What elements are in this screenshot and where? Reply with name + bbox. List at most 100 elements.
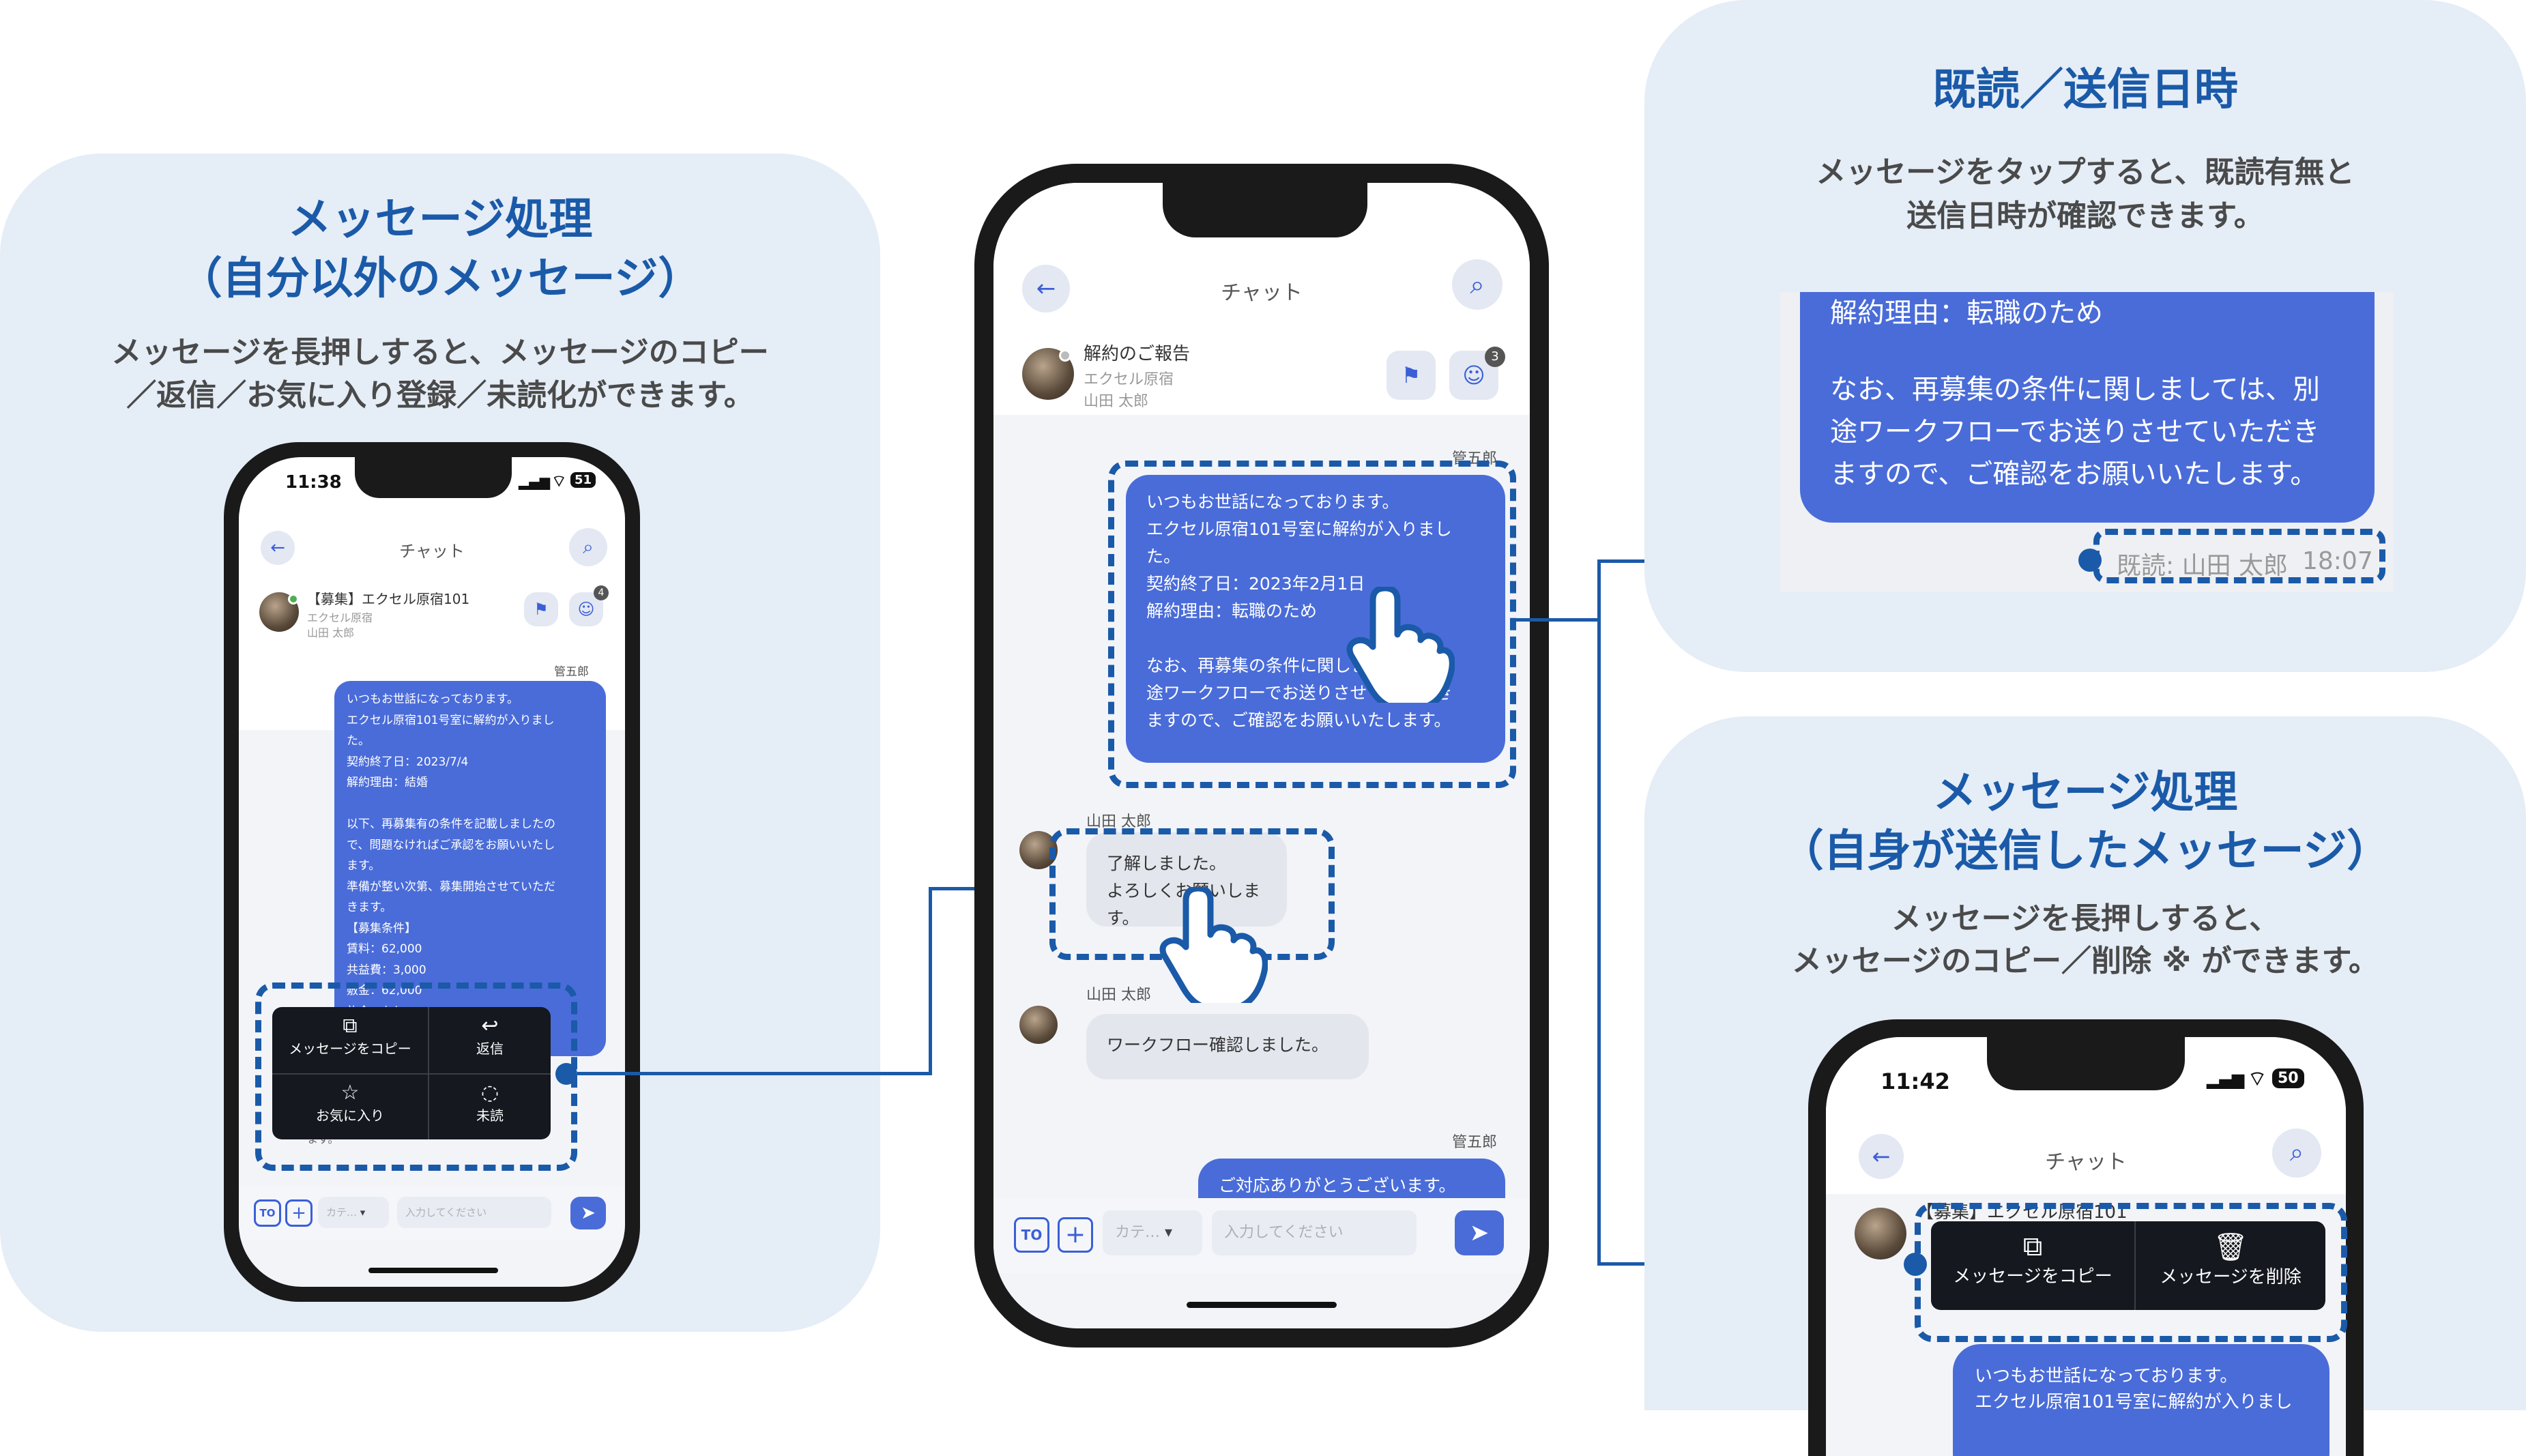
message-line: 解約理由：結婚 [347, 776, 428, 789]
menu-copy-label: メッセージをコピー [1953, 1266, 2113, 1287]
tap-hand-icon [1346, 585, 1455, 712]
right-top-title: 既読／送信日時 [1932, 65, 2238, 115]
wifi-icon: ⌔ [551, 471, 567, 491]
read-time: 18:07 [2302, 547, 2373, 575]
left-phone: 11:38 ▂▄▆ ⌔ 51 ← チャット ⌕ 【募集】エクセル原宿101 エク… [224, 442, 640, 1302]
room-name: 解約のご報告 [1084, 344, 1191, 364]
menu-unread[interactable]: ◌ 未読 [429, 1081, 551, 1124]
signal-icon: ▂▄▆ [519, 474, 551, 490]
message-bubble-1[interactable]: いつもお世話になっております。エクセル原宿101号室に解約が入りました。契約終了… [1126, 475, 1505, 763]
menu-favorite-label: お気に入り [316, 1107, 384, 1124]
message-input[interactable]: 入力してください [1212, 1210, 1417, 1255]
connector-line [1511, 618, 1601, 622]
message-line: いつもお世話になっております。 [347, 693, 519, 706]
message-line: た。 [347, 734, 370, 748]
header-title: チャット [1221, 281, 1303, 305]
connector-line [929, 887, 932, 1075]
message-line: 準備が整い次第、募集開始させていただ [347, 879, 555, 894]
message-line: た。 [1146, 547, 1181, 566]
chevron-down-icon: ▾ [1165, 1224, 1173, 1241]
bookmark-button[interactable]: ⚑ [1387, 351, 1436, 400]
right-bottom-title-2: （自身が送信したメッセージ） [1780, 826, 2391, 877]
menu-copy[interactable]: ⧉ メッセージをコピー [272, 1014, 428, 1058]
search-button[interactable]: ⌕ [569, 528, 607, 566]
members-badge: 4 [594, 585, 609, 600]
right-top-desc-2: 送信日時が確認できます。 [1906, 199, 2264, 233]
message-sender: 山田 太郎 [1086, 987, 1151, 1004]
to-button[interactable]: TO [254, 1199, 281, 1227]
message-line: ます。 [347, 859, 381, 873]
menu-favorite[interactable]: ☆ お気に入り [272, 1081, 428, 1124]
connector-dot-right [1904, 1253, 1927, 1276]
message-line: エクセル原宿101号室に解約が入りまし [1146, 519, 1452, 539]
message-line: 契約終了日：2023年2月1日 [1146, 574, 1365, 594]
avatar [1855, 1208, 1906, 1260]
room-name: 【募集】エクセル原宿101 [307, 591, 470, 607]
category-select[interactable]: カテ… ▾ [318, 1197, 389, 1228]
message-line: 以下、再募集有の条件を記載しましたの [347, 817, 555, 831]
read-status-label: 既読: 山田 太郎 [2117, 552, 2289, 580]
copy-icon: ⧉ [343, 1014, 358, 1038]
connector-dot-left [555, 1063, 577, 1085]
excerpt-bubble[interactable]: 解約理由：転職のため なお、再募集の条件に関しましては、別 途ワークフローでお送… [1800, 292, 2375, 523]
room-sub2: 山田 太郎 [1084, 393, 1148, 410]
message-bubble[interactable]: いつもお世話になっております。 エクセル原宿101号室に解約が入りまし [1953, 1344, 2329, 1456]
category-label: カテ… [1115, 1224, 1161, 1241]
right-context-menu: ⧉ メッセージをコピー 🗑 メッセージを削除 [1931, 1221, 2325, 1310]
excerpt-line-1: 解約理由：転職のため [1830, 297, 2103, 329]
excerpt-line-4: ますので、ご確認をお願いいたします。 [1830, 458, 2318, 490]
battery-level: 51 [575, 473, 592, 487]
send-button[interactable]: ➤ [570, 1197, 606, 1229]
home-indicator [1187, 1302, 1337, 1308]
back-button[interactable]: ← [1859, 1134, 1904, 1179]
status-time: 11:38 [285, 472, 342, 493]
message-placeholder: 入力してください [405, 1206, 487, 1219]
signal-icon: ▂▄▆ [2207, 1070, 2245, 1089]
add-button[interactable]: + [285, 1199, 313, 1227]
chevron-down-icon: ▾ [360, 1206, 366, 1219]
message-input[interactable]: 入力してください [397, 1197, 551, 1228]
message-line: エクセル原宿101号室に解約が入りまし [347, 713, 555, 727]
menu-reply-label: 返信 [476, 1040, 504, 1057]
message-line [347, 793, 594, 815]
battery-icon: 51 [570, 472, 596, 488]
add-button[interactable]: + [1058, 1217, 1093, 1253]
menu-copy[interactable]: ⧉ メッセージをコピー [1931, 1231, 2134, 1287]
right-bottom-desc-2: メッセージのコピー／削除 ※ ができます。 [1791, 944, 2379, 978]
back-button[interactable]: ← [261, 531, 295, 565]
right-top-desc-1: メッセージをタップすると、既読有無と [1816, 155, 2355, 190]
message-line: 賃料：62,000 [347, 942, 422, 956]
room-sub1: エクセル原宿 [307, 611, 373, 624]
excerpt-line-3: 途ワークフローでお送りさせていただき [1830, 416, 2320, 448]
connector-line [1597, 559, 1601, 1266]
reply-icon: ↩ [481, 1014, 499, 1038]
to-button[interactable]: TO [1014, 1217, 1049, 1253]
message-bubble-3[interactable]: ワークフロー確認しました。 [1086, 1014, 1369, 1079]
message-line-1: いつもお世話になっております。 [1975, 1366, 2238, 1386]
message-line: で、問題なければご承認をお願いいたし [347, 838, 555, 852]
right-phone-screen: 11:42 ▂▄▆ ⌔ 50 ← チャット ⌕ 【募集】エクセル原宿101 いつ… [1826, 1037, 2346, 1456]
message-line: ますので、ご確認をお願いいたします。 [1146, 710, 1451, 730]
room-sub1: エクセル原宿 [1084, 371, 1174, 388]
menu-delete-label: メッセージを削除 [2160, 1267, 2302, 1287]
wifi-icon: ⌔ [2248, 1067, 2267, 1091]
battery-icon: 50 [2272, 1068, 2304, 1088]
message-text: いつもお世話になっております。エクセル原宿101号室に解約が入りました。契約終了… [1146, 489, 1485, 734]
center-phone-screen: ← チャット ⌕ 解約のご報告 エクセル原宿 山田 太郎 ⚑ ☺ 3 管五郎 い… [993, 183, 1530, 1328]
online-dot [1059, 349, 1071, 362]
message-line: いつもお世話になっております。 [1146, 492, 1399, 512]
category-select[interactable]: カテ… ▾ [1103, 1210, 1202, 1255]
message-placeholder: 入力してください [1224, 1224, 1344, 1241]
send-button[interactable]: ➤ [1455, 1210, 1504, 1255]
connector-line [577, 1072, 932, 1075]
menu-reply[interactable]: ↩ 返信 [429, 1014, 551, 1058]
excerpt-line-2: なお、再募集の条件に関しましては、別 [1830, 374, 2320, 405]
bookmark-button[interactable]: ⚑ [524, 592, 558, 626]
menu-unread-label: 未読 [476, 1107, 504, 1124]
back-button[interactable]: ← [1022, 265, 1070, 312]
message-sender: 管五郎 [1452, 1134, 1498, 1151]
menu-delete[interactable]: 🗑 メッセージを削除 [2136, 1231, 2325, 1288]
message-bubble-2[interactable]: 了解しました。よろしくお願いします。 [1086, 832, 1287, 928]
search-button[interactable]: ⌕ [2272, 1129, 2321, 1178]
search-button[interactable]: ⌕ [1452, 259, 1502, 310]
